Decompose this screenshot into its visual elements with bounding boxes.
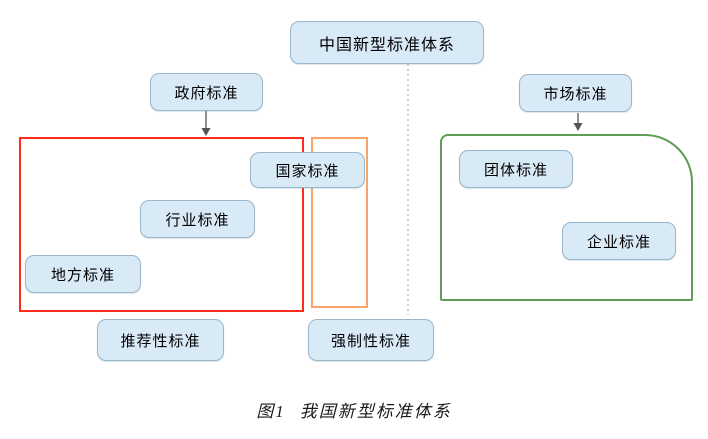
market-standards-frame bbox=[440, 134, 693, 301]
node-market-standard: 市场标准 bbox=[519, 74, 632, 112]
node-government-standard: 政府标准 bbox=[150, 73, 263, 111]
node-recommended-standard: 推荐性标准 bbox=[97, 319, 224, 361]
node-mandatory-standard: 强制性标准 bbox=[308, 319, 434, 361]
node-enterprise-standard: 企业标准 bbox=[562, 222, 676, 260]
node-local-standard: 地方标准 bbox=[25, 255, 141, 293]
government-standards-frame bbox=[19, 137, 304, 312]
figure-caption: 图1 我国新型标准体系 bbox=[0, 397, 708, 422]
figure-caption-label: 图1 bbox=[256, 402, 286, 421]
node-china-new-standard-system: 中国新型标准体系 bbox=[290, 21, 484, 64]
government-arrow bbox=[201, 111, 211, 136]
mandatory-standards-frame bbox=[311, 137, 368, 308]
figure-caption-title: 我国新型标准体系 bbox=[299, 402, 452, 421]
market-arrow bbox=[573, 113, 583, 131]
node-group-standard: 团体标准 bbox=[459, 150, 573, 188]
node-industry-standard: 行业标准 bbox=[140, 200, 255, 238]
node-national-standard: 国家标准 bbox=[250, 152, 365, 188]
